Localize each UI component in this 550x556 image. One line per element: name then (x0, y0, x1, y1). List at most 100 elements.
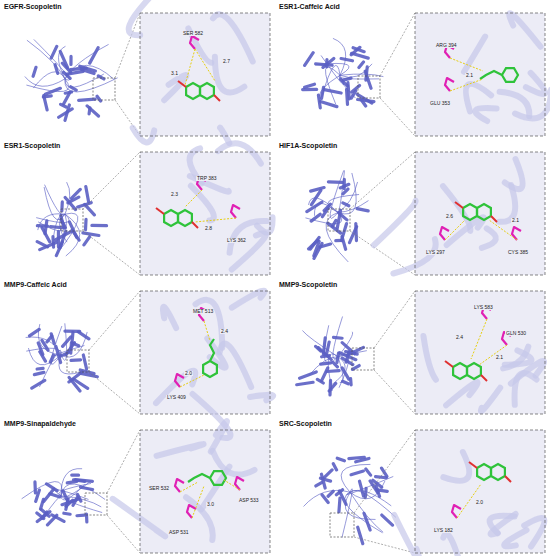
protein-helix (300, 372, 317, 378)
residue-label: LYS 297 (425, 250, 446, 255)
protein-helix (81, 487, 93, 489)
protein-helix (87, 108, 91, 114)
residue-stick (512, 227, 521, 240)
protein-helix (61, 352, 69, 356)
ligand (203, 361, 217, 377)
protein-helix (345, 89, 349, 104)
protein-helix (305, 84, 315, 87)
distance-label: 2.4 (220, 329, 229, 334)
protein-helix (326, 342, 329, 355)
protein-loop (25, 77, 65, 87)
protein-helix (92, 224, 107, 227)
zoom-box (61, 209, 83, 231)
protein-helix (71, 358, 81, 362)
protein-helix (343, 203, 349, 206)
protein-helix (370, 481, 378, 493)
zoom-line (89, 372, 140, 414)
ligand (164, 210, 178, 226)
protein-helix (382, 515, 393, 525)
protein-helix (63, 337, 71, 346)
residue-label: MET 513 (192, 309, 214, 314)
protein-helix (87, 106, 98, 116)
protein-helix (67, 71, 83, 74)
protein-loop (22, 482, 62, 499)
protein-helix (60, 51, 67, 67)
inset-ribbon (215, 57, 244, 93)
protein-helix (337, 353, 339, 362)
protein-helix (328, 180, 342, 184)
protein-helix (341, 59, 352, 61)
protein-helix (316, 346, 321, 351)
protein-helix (37, 513, 44, 519)
zoom-line (83, 152, 140, 209)
protein-helix (33, 482, 37, 493)
inset-ribbon (505, 350, 532, 364)
protein-loop (347, 476, 394, 494)
residue-stick (440, 227, 449, 240)
ligand (481, 375, 487, 381)
protein-helix (45, 88, 60, 94)
protein-helix (51, 334, 54, 344)
protein-helix (64, 513, 70, 514)
protein-helix (325, 470, 332, 477)
distance-label: 2.8 (204, 226, 213, 231)
protein-helix (85, 514, 89, 522)
protein-helix (349, 379, 353, 385)
inset-ribbon (481, 388, 500, 412)
residue-label: SER 532 (148, 486, 170, 491)
panel-title: SRC-Scopoletin (279, 420, 332, 427)
protein-helix (72, 474, 79, 477)
ligand (188, 474, 210, 482)
hydrogen-bond (195, 218, 236, 222)
protein-loop (34, 39, 70, 80)
zoom-line (374, 370, 415, 414)
inset-ribbon (443, 452, 469, 481)
inset-ribbon (464, 37, 485, 72)
hydrogen-bond (195, 49, 215, 81)
inset-ribbon (196, 300, 223, 348)
inset-ribbon (394, 515, 420, 556)
inset-ribbon (446, 382, 478, 405)
distance-label: 2.1 (465, 73, 474, 78)
inset-ground (415, 291, 545, 414)
panel-title: MMP9-Scopoletin (279, 281, 337, 288)
protein-helix (56, 232, 71, 240)
ligand (455, 202, 463, 208)
panel-title: MMP9-Caffeic Acid (4, 281, 67, 288)
inset-ribbon (443, 186, 470, 231)
protein-loop (59, 355, 80, 374)
protein-helix (376, 477, 387, 478)
protein-helix (77, 514, 84, 518)
protein-helix (316, 483, 322, 486)
hydrogen-bond (479, 345, 507, 365)
residue-stick (175, 479, 184, 492)
zoom-line (89, 291, 140, 350)
protein-helix (322, 368, 328, 381)
inset-ribbon (129, 0, 157, 35)
protein-loop (65, 78, 118, 92)
residue-label: ARG 394 (435, 43, 458, 48)
panel-title: EGFR-Scopoletin (4, 3, 62, 10)
hydrogen-bond (192, 486, 204, 518)
protein-helix (51, 46, 57, 58)
panel-title: ESR1-Scopoletin (4, 142, 60, 149)
inset-ribbon (475, 108, 496, 121)
residue-stick (190, 36, 199, 49)
protein-helix (320, 244, 331, 247)
protein-helix (37, 367, 43, 371)
protein-helix (349, 457, 364, 458)
distance-label: 2.4 (455, 335, 464, 340)
protein-helix (311, 214, 320, 221)
protein-helix (84, 237, 90, 245)
inset-ribbon (133, 128, 155, 143)
inset-frame (415, 13, 545, 136)
zoom-box (358, 76, 380, 98)
protein-helix (357, 209, 368, 211)
protein-helix (34, 372, 44, 374)
inset-ribbon (163, 307, 176, 328)
ligand (491, 464, 505, 480)
inset-ribbon (230, 221, 267, 253)
ligand (463, 204, 477, 220)
protein-loop (304, 490, 350, 506)
inset-frame (140, 13, 270, 136)
